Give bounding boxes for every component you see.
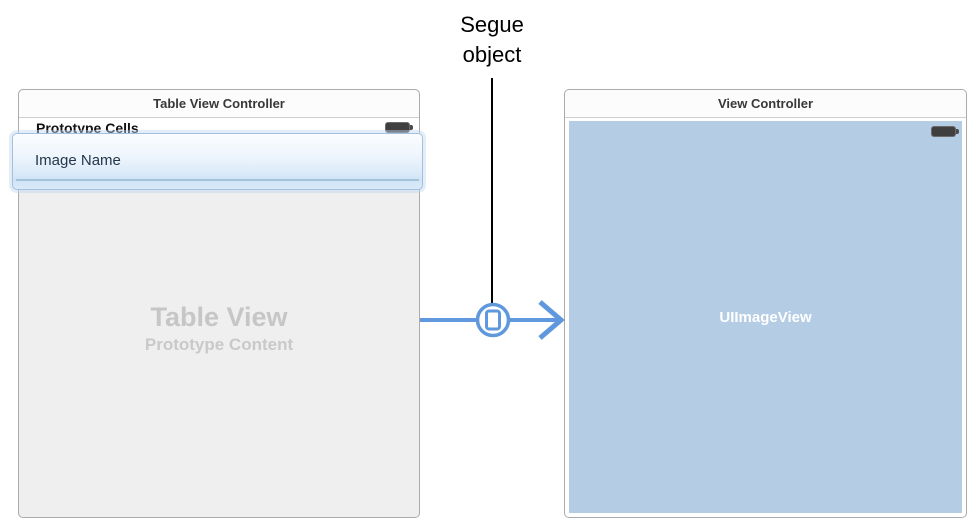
image-name-cell-label: Image Name — [35, 152, 121, 169]
table-view-watermark-title: Table View — [150, 302, 288, 332]
table-view-controller-scene: Table View Controller Prototype Cells Im… — [12, 89, 423, 518]
arrowhead-icon — [538, 300, 565, 340]
view-controller-scene: View Controller UIImageView — [564, 89, 967, 518]
table-view-controller-header[interactable]: Table View Controller — [19, 90, 419, 118]
prototype-cells-row: Prototype Cells — [19, 118, 419, 136]
annotation-pointer-line — [491, 78, 493, 306]
segue-connection — [420, 300, 565, 340]
table-view-watermark: Table View Prototype Content — [19, 302, 419, 356]
image-name-cell[interactable]: Image Name — [12, 133, 423, 190]
prototype-cells-label: Prototype Cells — [36, 120, 139, 136]
cell-separator — [16, 179, 419, 181]
view-controller-header[interactable]: View Controller — [565, 90, 966, 118]
segue-annotation-label: Segue object — [460, 12, 524, 67]
battery-icon — [385, 122, 413, 133]
ui-image-view-label: UIImageView — [719, 308, 812, 326]
table-view-watermark-subtitle: Prototype Content — [144, 335, 294, 354]
segue-object-icon[interactable] — [475, 302, 511, 338]
battery-icon — [931, 126, 959, 137]
ui-image-view[interactable]: UIImageView — [569, 121, 962, 513]
